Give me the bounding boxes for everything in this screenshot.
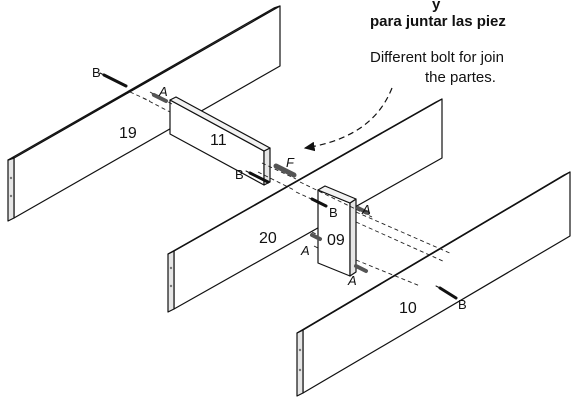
- cam-a-top: [152, 93, 168, 103]
- label-a-panel09-right: A: [361, 202, 371, 217]
- label-a-panel09-left: A: [300, 243, 310, 258]
- cam-a-panel09-bottom: [354, 264, 368, 273]
- panel-09: [317, 185, 357, 277]
- bolt-b-top: [102, 73, 128, 88]
- part-number-09: 09: [327, 232, 345, 249]
- label-b-mid: B: [235, 167, 244, 182]
- heading-line-1: y: [432, 0, 441, 13]
- part-number-10: 10: [399, 300, 417, 317]
- heading-line-2: para juntar las piez: [370, 13, 506, 30]
- part-number-20: 20: [259, 230, 277, 247]
- note-line-1: Different bolt for join: [370, 49, 504, 66]
- part-number-19: 19: [119, 125, 137, 142]
- label-a-panel09-bottom: A: [347, 273, 357, 288]
- bolt-b-mid: [248, 171, 270, 184]
- bolt-b-panel10: [438, 286, 458, 300]
- label-b-panel10: B: [458, 297, 467, 312]
- panel-10: [296, 171, 571, 397]
- label-f-mid: F: [286, 155, 295, 170]
- panel-19: [7, 5, 281, 222]
- note-line-2: the partes.: [425, 69, 496, 86]
- cam-f-mid: [273, 163, 297, 178]
- cam-a-panel09-right: [356, 206, 370, 215]
- bolt-b-panel09: [310, 197, 328, 208]
- panel-20: [167, 98, 443, 313]
- panel-11: [169, 96, 271, 186]
- fasteners: [99, 72, 458, 300]
- callout-arrow: [303, 87, 393, 152]
- part-number-11: 11: [210, 132, 227, 149]
- cam-a-panel09-left: [310, 233, 322, 241]
- label-a-top: A: [158, 84, 168, 99]
- label-b-panel09: B: [329, 205, 338, 220]
- label-b-top: B: [92, 65, 101, 80]
